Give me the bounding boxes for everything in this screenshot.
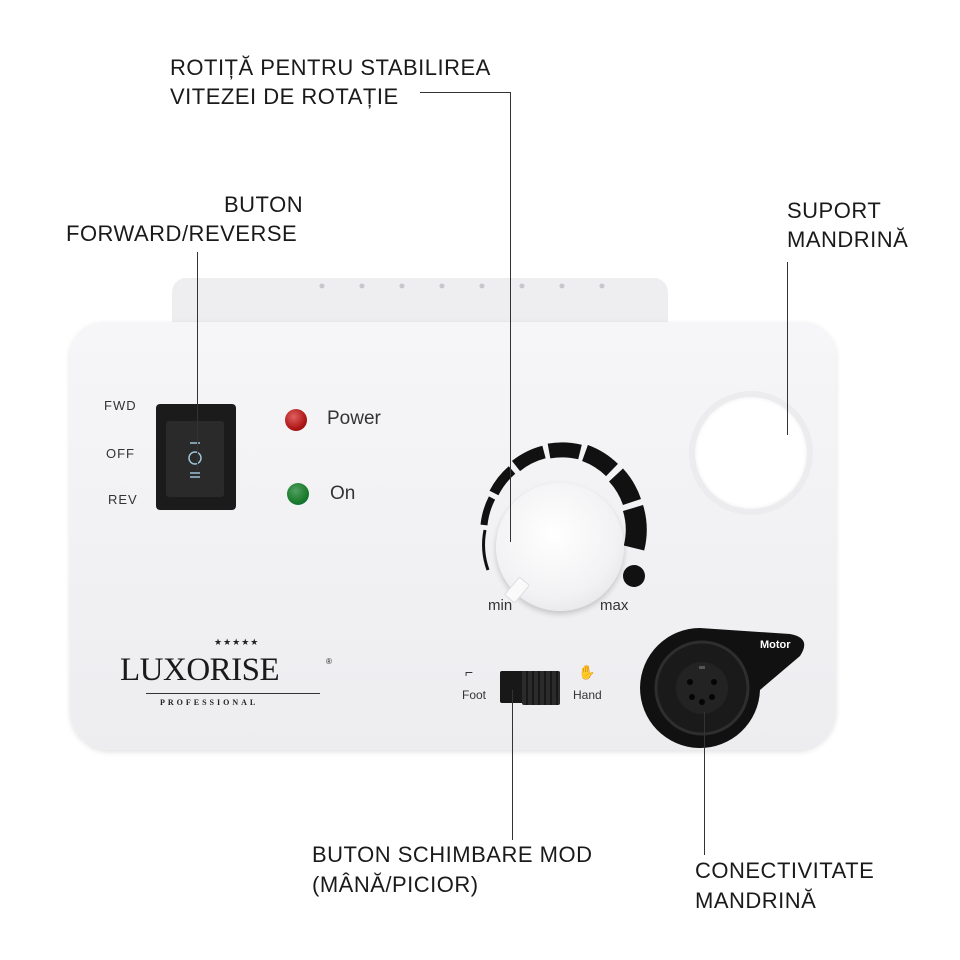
- annotation-speed-wheel-line2: VITEZEI DE ROTAȚIE: [170, 84, 399, 109]
- brand-stars: ★★★★★: [214, 637, 260, 647]
- knob-max-label: max: [600, 597, 629, 614]
- annotation-connector-line2: MANDRINĂ: [695, 888, 817, 913]
- brand-subtitle: PROFESSIONAL: [160, 698, 259, 707]
- annotation-holder-line2: MANDRINĂ: [787, 227, 909, 252]
- foot-icon: ⌐: [465, 664, 474, 680]
- motor-label: Motor: [760, 639, 791, 651]
- annotation-holder-line1: SUPORT: [787, 198, 882, 223]
- annotation-mode-line2: (MÂNĂ/PICIOR): [312, 872, 479, 897]
- handpiece-holder[interactable]: [695, 397, 807, 509]
- power-led: [285, 409, 307, 431]
- switch-label-rev: REV: [108, 492, 138, 507]
- on-led: [287, 483, 309, 505]
- switch-label-fwd: FWD: [104, 398, 137, 413]
- on-label: On: [330, 483, 356, 504]
- power-label: Power: [327, 408, 381, 429]
- leader-mode: [512, 690, 513, 840]
- leader-holder: [787, 262, 788, 435]
- hand-icon: ✋: [578, 664, 596, 680]
- annotation-direction-line2: FORWARD/REVERSE: [66, 221, 298, 246]
- forward-reverse-switch[interactable]: [156, 404, 236, 510]
- max-dot: [623, 565, 645, 587]
- leader-speed-wheel-v: [510, 92, 511, 542]
- annotation-mode-line1: BUTON SCHIMBARE MOD: [312, 842, 593, 867]
- switch-symbols-icon: [188, 442, 202, 478]
- speed-scale: [480, 442, 647, 587]
- vent-dots: [319, 283, 605, 289]
- annotation-speed-wheel-line1: ROTIȚĂ PENTRU STABILIREA: [170, 55, 491, 80]
- motor-connector[interactable]: [640, 620, 820, 750]
- mode-switch[interactable]: [500, 671, 560, 705]
- brand-registered-mark: ®: [326, 657, 332, 666]
- leader-speed-wheel-h: [420, 92, 511, 93]
- annotation-connector-line1: CONECTIVITATE: [695, 858, 875, 883]
- leader-connector: [704, 712, 705, 855]
- switch-label-off: OFF: [106, 446, 135, 461]
- brand-name: LUXORISE: [120, 652, 280, 688]
- mode-hand-label: Hand: [573, 688, 602, 702]
- knob-min-label: min: [488, 597, 513, 614]
- leader-direction: [197, 252, 198, 470]
- mode-foot-label: Foot: [462, 688, 487, 702]
- annotation-direction-line1: BUTON: [224, 192, 304, 217]
